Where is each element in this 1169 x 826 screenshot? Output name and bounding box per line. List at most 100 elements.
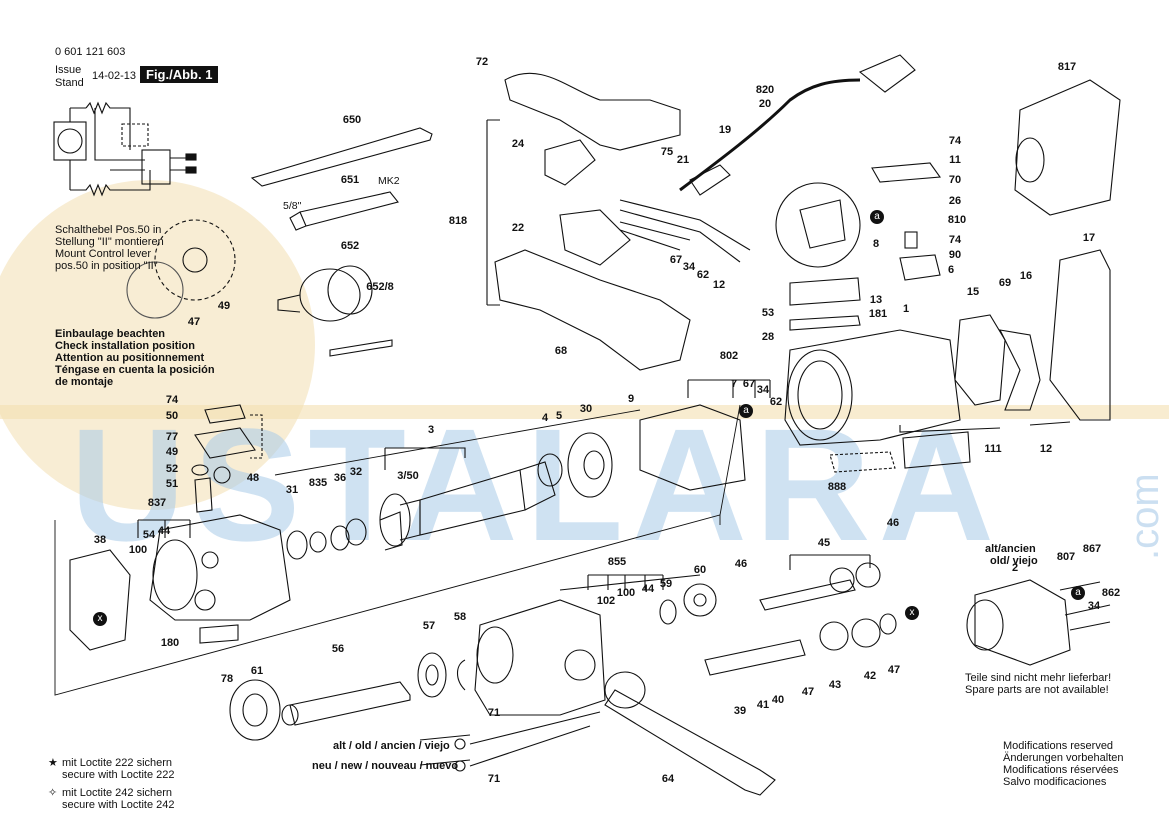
part-label: 810 xyxy=(947,214,967,226)
modifications-line-2: Änderungen vorbehalten xyxy=(1003,752,1124,764)
part-label: 39 xyxy=(733,705,747,717)
part-label: 102 xyxy=(596,595,616,607)
star-outline-icon: ✧ xyxy=(48,787,58,799)
chuck-652 xyxy=(277,265,393,357)
motor-housing-1 xyxy=(784,329,961,446)
part-label: 817 xyxy=(1057,61,1077,73)
loctite-242-line-1: mit Loctite 242 sichern xyxy=(62,787,173,799)
switch-note-line-1: Schalthebel Pos.50 in xyxy=(55,224,162,236)
part-label: 652/8 xyxy=(366,281,394,293)
part-label: 34 xyxy=(682,261,696,273)
part-label: 31 xyxy=(285,484,299,496)
part-label: 5 xyxy=(555,410,563,422)
part-label: 43 xyxy=(828,679,842,691)
part-label: 4 xyxy=(541,412,549,424)
part-label: 75 xyxy=(660,146,674,158)
part-label: 67 xyxy=(669,254,683,266)
part-label: 111 xyxy=(984,443,1002,455)
part-label: 1 xyxy=(902,303,910,315)
spindle-housing xyxy=(474,599,606,716)
star-filled-icon: ★ xyxy=(48,757,58,769)
part-label: 19 xyxy=(718,124,732,136)
part-label: 15 xyxy=(966,286,980,298)
size-label: 5/8" xyxy=(283,200,302,212)
part-label: 46 xyxy=(734,558,748,570)
part-label: 12 xyxy=(1039,443,1053,455)
issue-label: Issue xyxy=(55,64,82,76)
part-label: 6 xyxy=(947,264,955,276)
switch-22 xyxy=(559,209,631,266)
part-label: 49 xyxy=(217,300,231,312)
bearing-59 xyxy=(659,599,677,625)
cap-15 xyxy=(954,314,1006,406)
part-label: 38 xyxy=(93,534,107,546)
shank-651 xyxy=(289,191,399,231)
part-label: 48 xyxy=(246,472,260,484)
part-label: 77 xyxy=(165,431,179,443)
part-label: 47 xyxy=(887,664,901,676)
watermark-circle xyxy=(0,180,315,510)
part-label: 11 xyxy=(949,154,961,166)
part-label: 53 xyxy=(761,307,775,319)
part-label: 42 xyxy=(863,670,877,682)
modifications-line-4: Salvo modificaciones xyxy=(1003,776,1107,788)
alt-ancien-line-1: alt/ancien xyxy=(985,543,1036,555)
part-label: 652 xyxy=(340,240,360,252)
old-label: alt / old / ancien / viejo xyxy=(333,740,450,752)
part-label: 32 xyxy=(349,466,363,478)
part-label: 71 xyxy=(487,773,501,785)
marker-a-icon: a xyxy=(739,404,753,418)
power-cable xyxy=(679,78,861,192)
circuit-schematic xyxy=(53,101,197,197)
part-label: 651 xyxy=(340,174,360,186)
gasket-38 xyxy=(69,549,131,651)
stand-label: Stand xyxy=(55,77,84,89)
bearing-30 xyxy=(567,432,613,498)
part-label: 61 xyxy=(250,665,264,677)
watermark-bar xyxy=(0,405,1169,419)
part-label: 56 xyxy=(331,643,345,655)
part-label: 44 xyxy=(157,525,171,537)
part-label: 862 xyxy=(1101,587,1121,599)
install-note-line-1: Einbaulage beachten xyxy=(55,328,166,340)
part-label: 41 xyxy=(756,699,770,711)
part-label: 60 xyxy=(693,564,707,576)
part-label: 69 xyxy=(998,277,1012,289)
part-label: 52 xyxy=(165,463,179,475)
part-label: 21 xyxy=(676,154,690,166)
part-label: 71 xyxy=(487,707,501,719)
part-label: 54 xyxy=(142,529,156,541)
part-label: 70 xyxy=(948,174,962,186)
part-label: 9 xyxy=(627,393,635,405)
part-label: 90 xyxy=(948,249,962,261)
part-label: 180 xyxy=(160,637,180,649)
part-label: 100 xyxy=(616,587,636,599)
brush-detail-circle xyxy=(775,182,861,268)
part-label: 820 xyxy=(755,84,775,96)
doc-number: 0 601 121 603 xyxy=(55,46,126,58)
not-available-line-2: Spare parts are not available! xyxy=(965,684,1109,696)
install-note-line-2: Check installation position xyxy=(55,340,195,352)
part-label: 8 xyxy=(872,238,880,250)
part-label: 837 xyxy=(147,497,167,509)
part-label: 58 xyxy=(453,611,467,623)
part-label: 2 xyxy=(1011,562,1019,574)
switch-lever-detail xyxy=(154,219,236,301)
part-label: 40 xyxy=(771,694,785,706)
part-label: 64 xyxy=(661,773,675,785)
gear-42 xyxy=(851,618,881,648)
marker-a-icon: a xyxy=(1071,586,1085,600)
install-note-line-5: de montaje xyxy=(55,376,114,388)
bearing-57 xyxy=(417,652,447,698)
armature-3 xyxy=(419,469,526,536)
part-label: 855 xyxy=(607,556,627,568)
part-label: 100 xyxy=(128,544,148,556)
part-label: 867 xyxy=(1082,543,1102,555)
part-label: 835 xyxy=(308,477,328,489)
side-handle-64 xyxy=(604,671,776,796)
handle-top xyxy=(504,72,681,151)
part-label: 12 xyxy=(712,279,726,291)
modifications-line-3: Modifications réservées xyxy=(1003,764,1119,776)
part-label: 59 xyxy=(659,578,673,590)
